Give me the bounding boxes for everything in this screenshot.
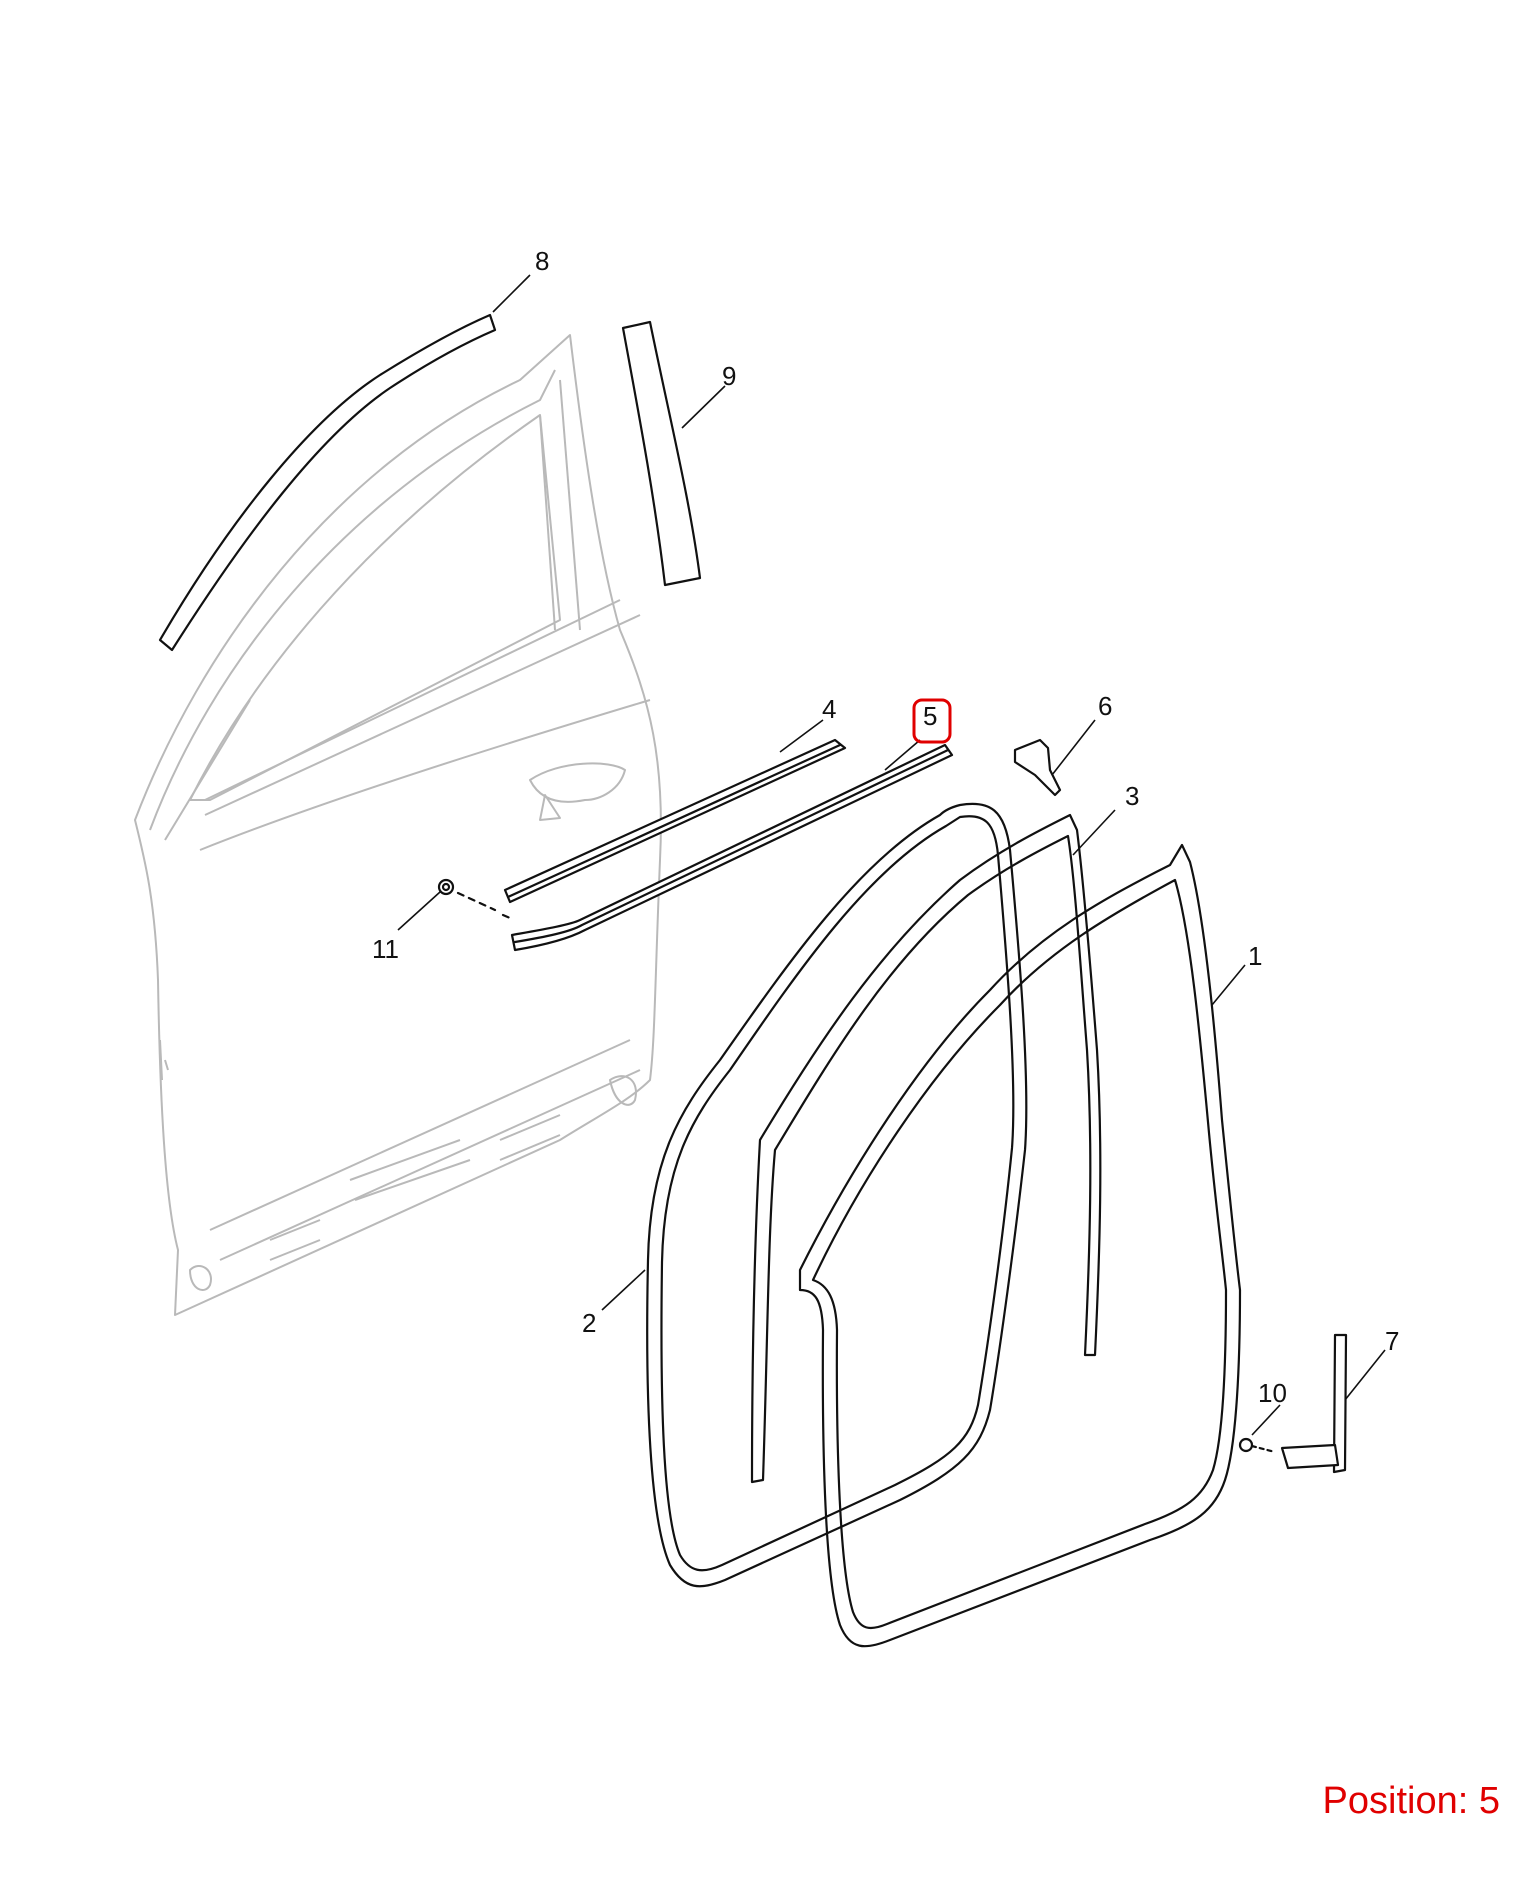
door-panel [134,334,662,1316]
part-4-belt-molding[interactable] [503,738,847,904]
position-label: Position: 5 [1322,1780,1500,1822]
callout-numbers: 8 9 4 5 6 3 1 2 7 10 11 [372,246,1399,1408]
leader-lines [397,274,1386,1436]
callout-4[interactable]: 4 [822,694,836,724]
part-1-opening-seal[interactable] [798,843,1242,1648]
part-3-frame-seal[interactable] [750,813,1102,1484]
part-8-roof-strip[interactable] [158,313,497,652]
callout-5-highlight [912,698,952,744]
callout-5[interactable]: 5 [923,701,937,731]
callout-9[interactable]: 9 [722,361,736,391]
callout-6[interactable]: 6 [1098,691,1112,721]
part-7-pillar-trim[interactable] [1280,1333,1348,1474]
part-6-bracket[interactable] [1013,738,1062,797]
callout-8[interactable]: 8 [535,246,549,276]
part-10-screw[interactable] [1238,1437,1277,1454]
callout-2[interactable]: 2 [582,1308,596,1338]
callout-3[interactable]: 3 [1125,781,1139,811]
part-2-outer-seal[interactable] [646,802,1028,1588]
callout-1[interactable]: 1 [1248,941,1262,971]
callout-10[interactable]: 10 [1258,1378,1287,1408]
callout-7[interactable]: 7 [1385,1326,1399,1356]
part-11-clip[interactable] [437,878,512,920]
callout-11[interactable]: 11 [372,934,399,964]
part-9-pillar-trim[interactable] [621,320,702,587]
part-5-belt-seal[interactable] [510,743,954,952]
